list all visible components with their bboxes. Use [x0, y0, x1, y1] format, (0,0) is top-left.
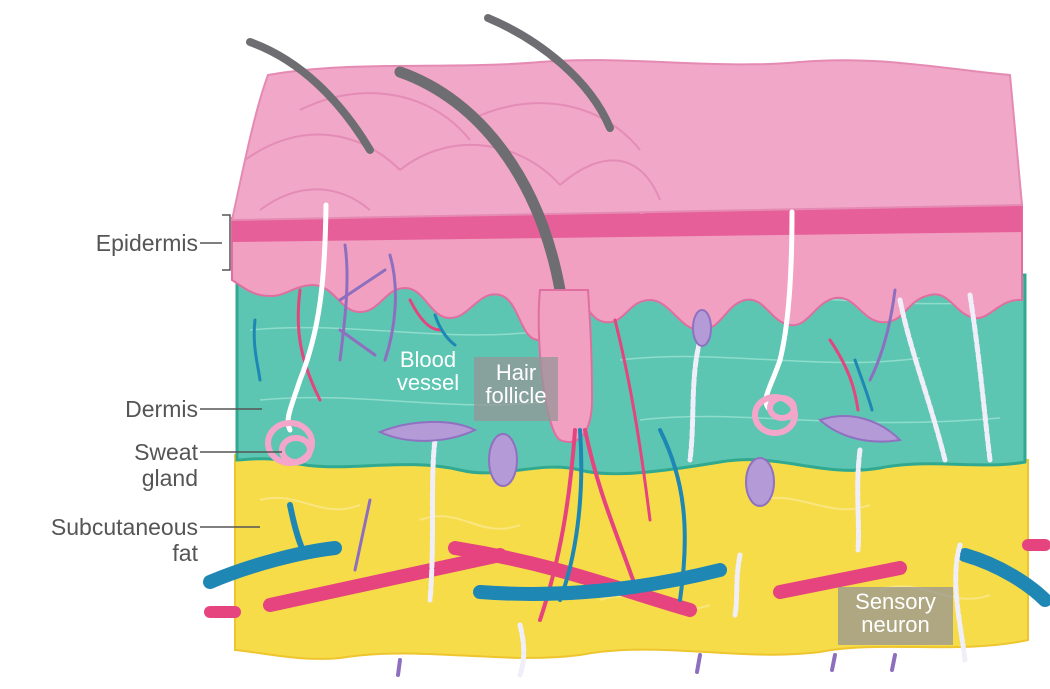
label-hair-follicle: Hair follicle: [474, 361, 558, 407]
nerve-ends: [398, 655, 895, 675]
label-epidermis: Epidermis: [96, 230, 198, 256]
label-blood-vessel: Blood vessel: [388, 348, 468, 394]
label-sweat-gland: Sweat gland: [134, 439, 198, 492]
label-sensory-neuron: Sensory neuron: [838, 590, 953, 636]
label-subcutaneous-fat: Subcutaneous fat: [51, 514, 198, 567]
label-dermis: Dermis: [125, 396, 198, 422]
